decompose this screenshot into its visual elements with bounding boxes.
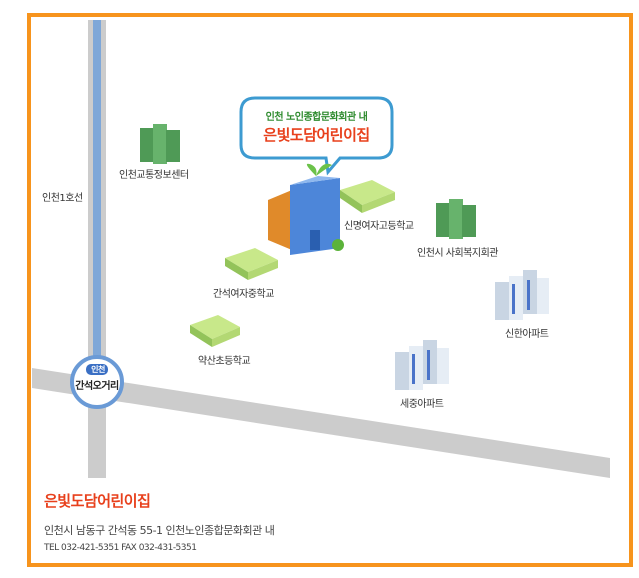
station-line-badge: 인천 <box>91 365 105 374</box>
school-icon <box>340 180 395 213</box>
subway-line-label: 인천1호선 <box>42 193 83 204</box>
bubble-subtitle: 인천 노인종합문화회관 내 <box>265 112 368 123</box>
landmark-label: 간석여자중학교 <box>213 289 274 300</box>
landmark-label: 신명여자고등학교 <box>344 221 414 232</box>
apartment-icon <box>395 340 449 390</box>
office-building-icon <box>140 124 180 164</box>
landmark-label: 신한아파트 <box>505 329 549 340</box>
landmark-label: 인천교통정보센터 <box>119 170 189 181</box>
school-icon <box>190 315 240 347</box>
daycare-building-icon <box>268 163 344 255</box>
bubble-title: 은빛도담어린이집 <box>263 126 370 144</box>
school-icon <box>225 248 278 280</box>
station-badge-bg <box>86 364 108 375</box>
footer-address: 인천시 남동구 간석동 55-1 인천노인종합문화회관 내 <box>44 524 275 537</box>
footer-name: 은빛도담어린이집 <box>44 492 151 510</box>
station-circle <box>70 355 124 409</box>
horizontal-road <box>32 368 610 478</box>
landmark-label: 인천시 사회복지회관 <box>417 248 498 259</box>
footer-contact: TEL 032-421-5351 FAX 032-431-5351 <box>44 543 197 553</box>
apartment-icon <box>495 270 549 320</box>
landmark-label: 약산초등학교 <box>198 356 251 367</box>
subway-line <box>93 20 101 370</box>
landmark-label: 세중아파트 <box>400 399 444 410</box>
office-building-icon <box>436 199 476 239</box>
station-name[interactable]: 간석오거리 <box>75 381 119 392</box>
speech-bubble <box>239 96 394 176</box>
